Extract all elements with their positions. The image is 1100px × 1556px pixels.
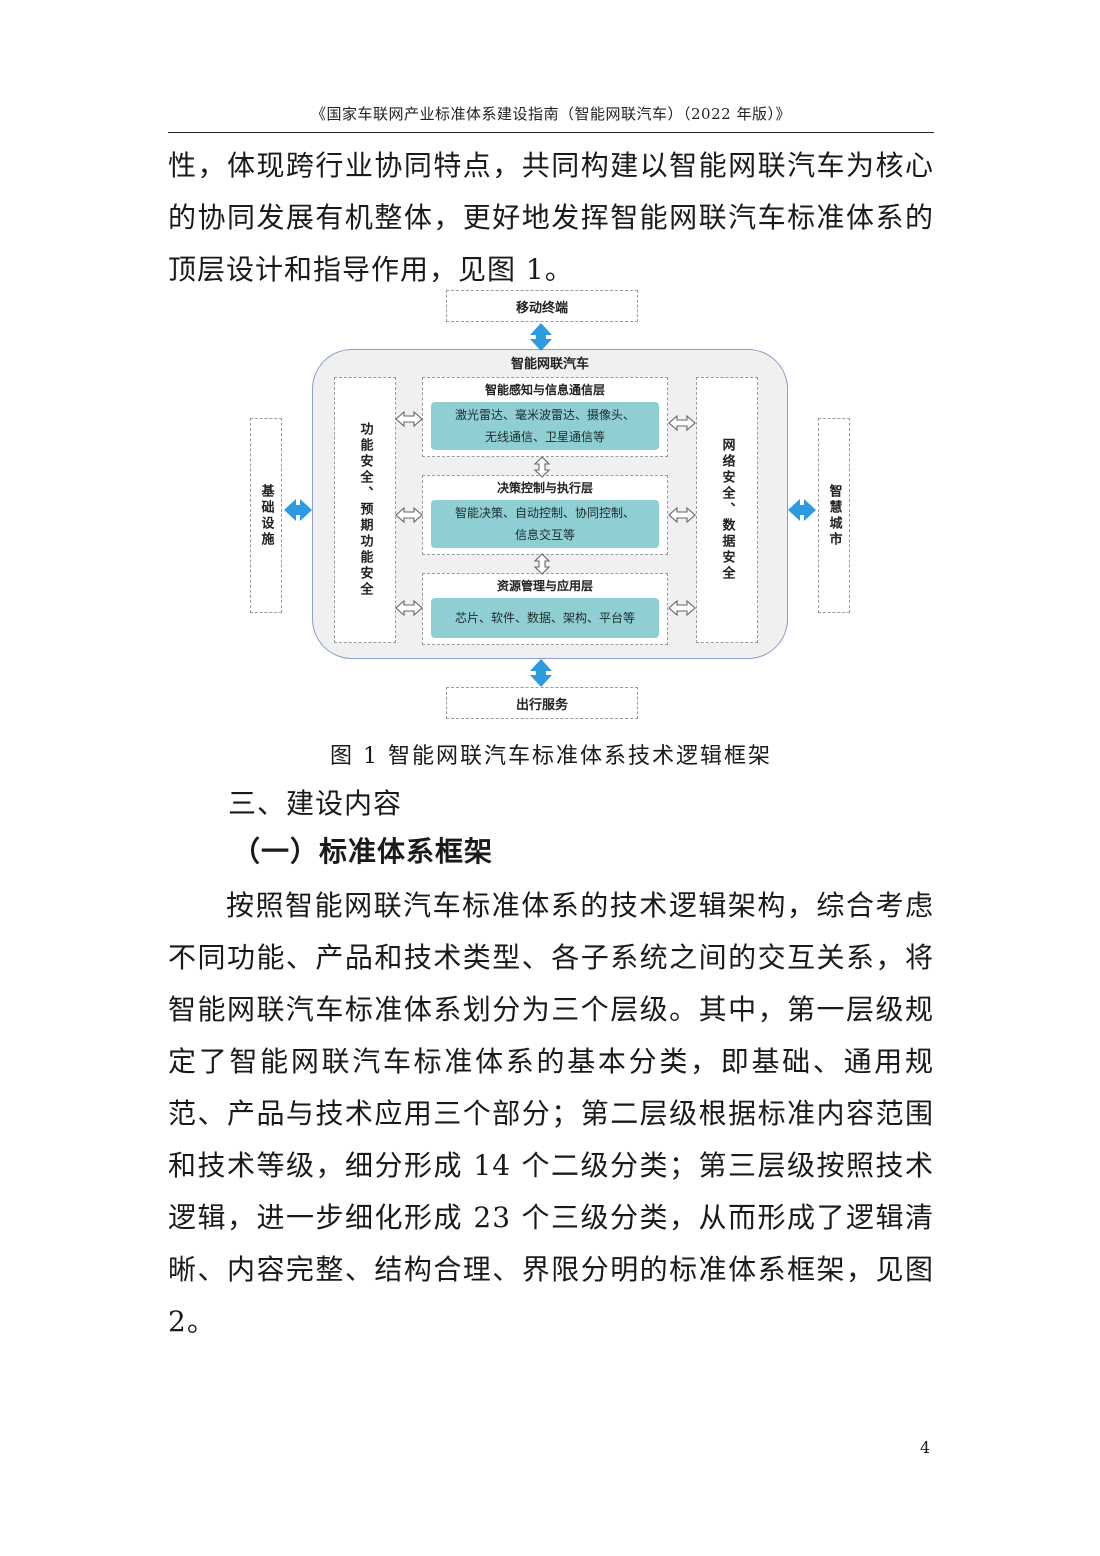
layer-content: 芯片、软件、数据、架构、平台等 bbox=[431, 598, 659, 638]
layer-title: 智能感知与信息通信层 bbox=[484, 383, 605, 397]
right-column-cyber-data-security: 网络安全、数据安全 bbox=[696, 377, 758, 643]
hollow-arrow-icon bbox=[668, 415, 696, 431]
bottom-box-travel-service: 出行服务 bbox=[446, 687, 638, 719]
subsection-heading: （一）标准体系框架 bbox=[232, 835, 494, 868]
figure-caption: 图 1 智能网联汽车标准体系技术逻辑框架 bbox=[330, 744, 772, 769]
layer-content: 智能决策、自动控制、协同控制、 信息交互等 bbox=[431, 500, 659, 548]
hollow-arrow-icon bbox=[534, 553, 550, 575]
layer-title: 资源管理与应用层 bbox=[496, 579, 593, 593]
layer-content-line: 无线通信、卫星通信等 bbox=[484, 430, 605, 444]
layer-title: 决策控制与执行层 bbox=[496, 481, 593, 495]
layer-decision-control: 决策控制与执行层 智能决策、自动控制、协同控制、 信息交互等 bbox=[422, 475, 668, 555]
arrow-bottom-icon bbox=[530, 659, 552, 687]
section-heading: 三、建设内容 bbox=[228, 787, 403, 820]
layer-content-line: 智能决策、自动控制、协同控制、 bbox=[454, 506, 635, 520]
left-box-infrastructure: 基础设施 bbox=[250, 418, 282, 613]
running-header: 《国家车联网产业标准体系建设指南（智能网联汽车）（2022 年版）》 bbox=[311, 105, 791, 123]
vehicle-title: 智能网联汽车 bbox=[510, 357, 589, 372]
arrow-left-icon bbox=[284, 499, 312, 521]
arrow-top-icon bbox=[530, 323, 552, 351]
layer-resource-application: 资源管理与应用层 芯片、软件、数据、架构、平台等 bbox=[422, 573, 668, 645]
hollow-arrow-icon bbox=[668, 507, 696, 523]
hollow-arrow-icon bbox=[395, 600, 423, 616]
framework-diagram: 移动终端 出行服务 基础设施 智慧城市 智能网联汽车 功能安全、预期功能安全 网… bbox=[240, 285, 860, 725]
header-rule bbox=[168, 132, 934, 133]
left-column-functional-safety: 功能安全、预期功能安全 bbox=[334, 377, 396, 643]
layer-content-line: 芯片、软件、数据、架构、平台等 bbox=[454, 611, 635, 625]
layer-perception-communication: 智能感知与信息通信层 激光雷达、毫米波雷达、摄像头、 无线通信、卫星通信等 bbox=[422, 377, 668, 457]
top-box-mobile-terminal: 移动终端 bbox=[446, 290, 638, 322]
layer-content: 激光雷达、毫米波雷达、摄像头、 无线通信、卫星通信等 bbox=[431, 402, 659, 450]
hollow-arrow-icon bbox=[534, 456, 550, 478]
hollow-arrow-icon bbox=[395, 507, 423, 523]
arrow-right-icon bbox=[788, 499, 816, 521]
paragraph-continued: 性，体现跨行业协同特点，共同构建以智能网联汽车为核心的协同发展有机整体，更好地发… bbox=[168, 149, 934, 286]
right-box-smart-city: 智慧城市 bbox=[818, 418, 850, 613]
diagram-arrows bbox=[284, 323, 816, 687]
hollow-arrow-icon bbox=[668, 600, 696, 616]
layer-content-line: 激光雷达、毫米波雷达、摄像头、 bbox=[454, 408, 635, 422]
page-number: 4 bbox=[920, 1438, 931, 1457]
layer-content-line: 信息交互等 bbox=[514, 528, 575, 542]
hollow-arrow-icon bbox=[395, 411, 423, 427]
paragraph-main: 按照智能网联汽车标准体系的技术逻辑架构，综合考虑不同功能、产品和技术类型、各子系… bbox=[168, 889, 934, 1338]
